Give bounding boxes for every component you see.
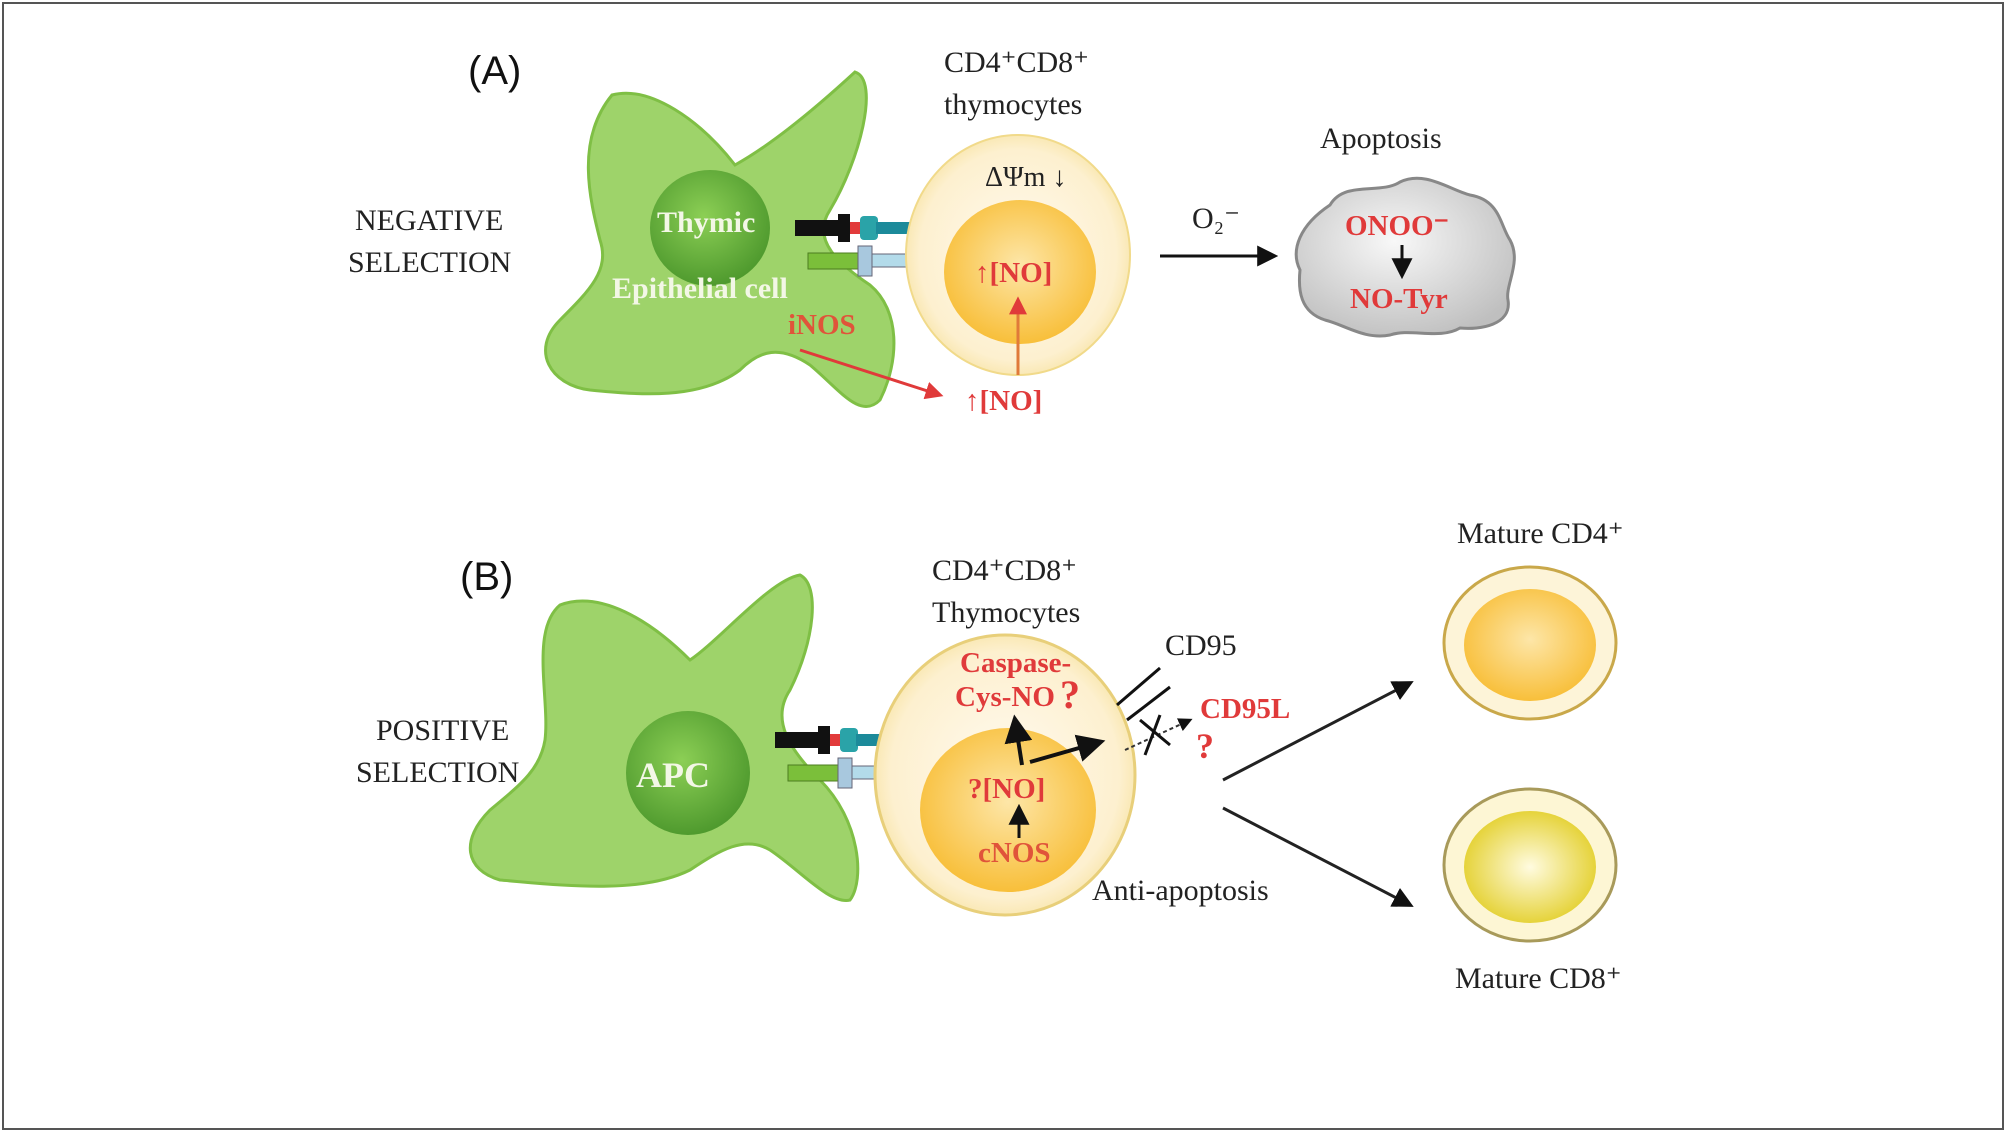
- apoptosis-title: Apoptosis: [1320, 122, 1442, 155]
- arrow-to-mature-cd8: [1222, 806, 1414, 907]
- thymic-nucleus: [650, 170, 770, 286]
- negative-selection-label-line2: SELECTION: [348, 246, 511, 279]
- cd95-label: CD95: [1165, 629, 1237, 662]
- mature-cd8-label: Mature CD8⁺: [1455, 962, 1622, 995]
- nitrotyrosine-label: NO-Tyr: [1350, 283, 1448, 315]
- panel-a: (A) NEGATIVE SELECTION Thymic Epithelial…: [348, 46, 1516, 417]
- cnos-label: cNOS: [978, 837, 1051, 869]
- cd95l-question: ?: [1196, 726, 1214, 766]
- peroxynitrite-label: ONOO⁻: [1345, 210, 1449, 242]
- negative-selection-label-line1: NEGATIVE: [355, 204, 503, 237]
- panel-a-label: (A): [468, 49, 521, 93]
- thymic-cell-label-line2: Epithelial cell: [612, 272, 788, 305]
- panel-b: (B) POSITIVE SELECTION APC CD4⁺CD8⁺ Thym…: [356, 517, 1624, 995]
- inner-no-b-label: ?[NO]: [968, 773, 1045, 805]
- apoptosis-cloud: [1294, 176, 1516, 338]
- mature-cd4-label: Mature CD4⁺: [1457, 517, 1624, 550]
- thymocyte-a-title-line2: thymocytes: [944, 88, 1082, 121]
- apc-label: APC: [636, 755, 710, 795]
- thymocyte-b-core: [920, 728, 1096, 892]
- positive-selection-label-line2: SELECTION: [356, 756, 519, 789]
- thymocyte-b-title-line1: CD4⁺CD8⁺: [932, 554, 1077, 587]
- inos-label: iNOS: [788, 309, 856, 341]
- anti-apoptosis-label: Anti-apoptosis: [1092, 874, 1269, 907]
- caspase-label-line1: Caspase-: [960, 647, 1071, 679]
- thymic-cell-label-line1: Thymic: [657, 206, 755, 239]
- panel-b-label: (B): [460, 555, 513, 599]
- cd95-receptor: [1116, 666, 1171, 722]
- outer-no-label: ↑[NO]: [965, 385, 1042, 417]
- mature-cd8-core: [1464, 811, 1596, 923]
- membrane-potential-label: ΔΨm ↓: [985, 162, 1066, 193]
- thymocyte-a-title-line1: CD4⁺CD8⁺: [944, 46, 1089, 79]
- arrow-to-mature-cd4: [1222, 681, 1414, 782]
- block-cross-icon: [1139, 714, 1171, 756]
- caspase-question: ?: [1060, 672, 1080, 717]
- mature-cd4-core: [1464, 589, 1596, 701]
- positive-selection-label-line1: POSITIVE: [376, 714, 509, 747]
- no-to-membrane-arrow: [1029, 734, 1106, 764]
- inos-to-no-arrow: [799, 348, 944, 400]
- no-to-caspase-arrow: [1004, 714, 1033, 766]
- thymocyte-b-title-line2: Thymocytes: [932, 596, 1080, 629]
- superoxide-label: O₂⁻: [1192, 202, 1240, 235]
- apc-nucleus: [626, 711, 750, 835]
- caspase-label-line2: Cys-NO: [955, 681, 1055, 713]
- inner-no-label: ↑[NO]: [975, 257, 1052, 289]
- thymocyte-a-core: [944, 200, 1096, 344]
- cd95l-label: CD95L: [1200, 693, 1290, 725]
